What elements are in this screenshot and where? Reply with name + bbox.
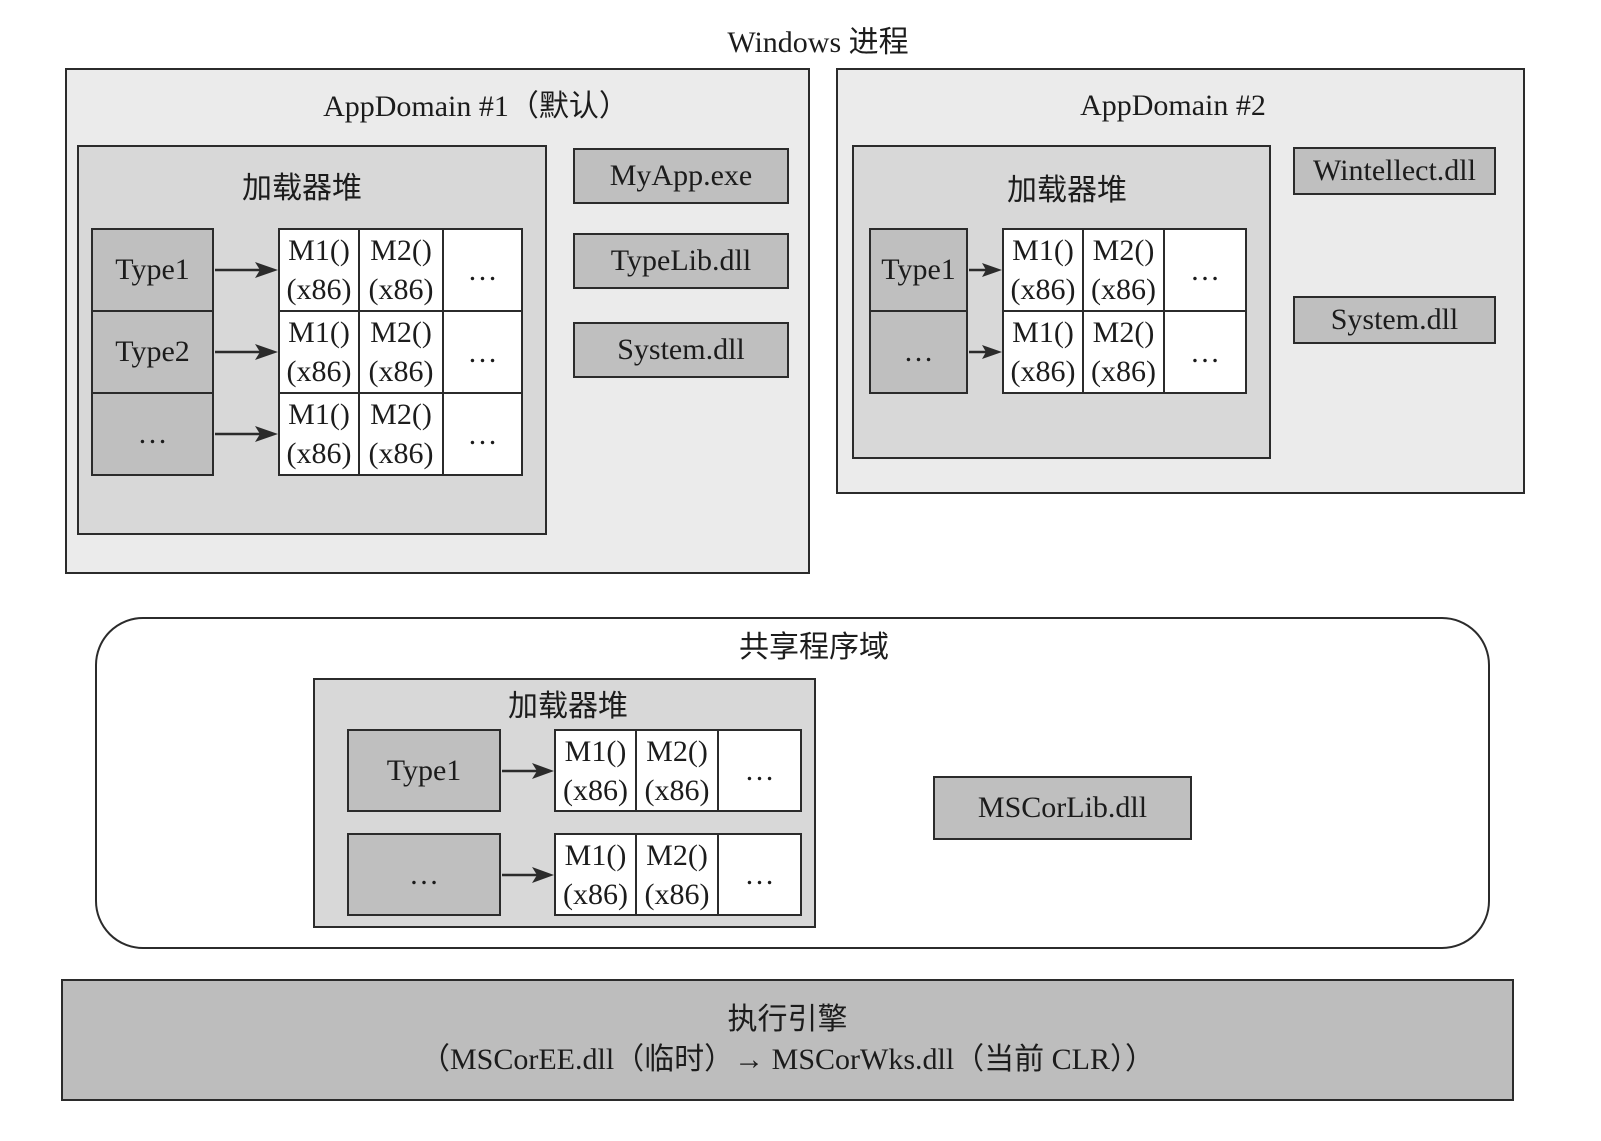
ellipsis: …: [744, 858, 775, 891]
process-title: Windows 进程: [727, 26, 909, 59]
appdomain-1-title: AppDomain #1（默认）: [323, 90, 629, 123]
method-arch: (x86): [286, 437, 352, 470]
more-methods-cell: …: [719, 731, 800, 810]
method-arch: (x86): [1091, 355, 1156, 388]
method-name: M2(): [370, 316, 432, 349]
method-table-row: M1() (x86) M2() (x86) …: [1002, 310, 1247, 394]
method-arch: (x86): [1091, 273, 1156, 306]
method-cell-m1: M1() (x86): [280, 394, 360, 474]
ellipsis: …: [467, 253, 498, 287]
method-arch: (x86): [1010, 273, 1076, 306]
method-arch: (x86): [286, 273, 352, 306]
shared-domain-title: 共享程序域: [739, 631, 889, 664]
method-table-row: M1() (x86) M2() (x86) …: [278, 228, 523, 312]
type-box: …: [347, 833, 501, 916]
method-name: M2(): [370, 398, 432, 431]
appdomain-1: AppDomain #1（默认） 加载器堆 Type1 M1() (x86) M…: [65, 68, 810, 574]
method-name: M1(): [564, 838, 627, 872]
method-name: M1(): [564, 734, 627, 768]
method-cell-m1: M1() (x86): [280, 230, 360, 310]
execution-engine: 执行引擎 （MSCorEE.dll（临时）→ MSCorWks.dll（当前 C…: [61, 979, 1514, 1101]
loader-heap-title: 加载器堆: [242, 172, 362, 205]
method-cell-m1: M1() (x86): [556, 835, 637, 914]
assembly-system-dll: System.dll: [573, 322, 789, 378]
loader-heap-title: 加载器堆: [1007, 174, 1127, 207]
type-box: …: [869, 310, 968, 394]
loader-heap-title: 加载器堆: [508, 690, 628, 723]
method-arch: (x86): [368, 273, 434, 306]
loader-heap: 加载器堆 Type1 M1() (x86) M2() (x86) … …: [852, 145, 1271, 459]
method-table-row: M1() (x86) M2() (x86) …: [278, 310, 523, 394]
assembly-mscorlib-dll: MSCorLib.dll: [933, 776, 1192, 840]
assembly-myapp-exe: MyApp.exe: [573, 148, 789, 204]
method-arch: (x86): [563, 877, 628, 911]
method-cell-m1: M1() (x86): [556, 731, 637, 810]
appdomain-2-title: AppDomain #2: [1080, 89, 1266, 122]
method-cell-m2: M2() (x86): [1084, 230, 1165, 310]
type-box: Type2: [91, 310, 214, 394]
method-name: M2(): [370, 234, 432, 267]
ellipsis: …: [467, 335, 498, 369]
method-table-row: M1() (x86) M2() (x86) …: [554, 729, 802, 812]
method-name: M2(): [646, 734, 708, 768]
loader-heap: 加载器堆 Type1 M1() (x86) M2() (x86) … Type2: [77, 145, 547, 535]
method-cell-m2: M2() (x86): [637, 731, 719, 810]
method-cell-m1: M1() (x86): [280, 312, 360, 392]
ellipsis: …: [1190, 253, 1220, 287]
method-cell-m2: M2() (x86): [360, 230, 444, 310]
ellipsis: …: [1190, 335, 1220, 369]
execution-engine-title: 执行引擎: [727, 1003, 848, 1036]
method-name: M1(): [288, 234, 350, 267]
type-box: Type1: [869, 228, 968, 312]
method-table-row: M1() (x86) M2() (x86) …: [554, 833, 802, 916]
method-name: M2(): [1092, 234, 1155, 267]
assembly-wintellect-dll: Wintellect.dll: [1293, 147, 1496, 195]
more-methods-cell: …: [444, 312, 521, 392]
more-methods-cell: …: [1165, 230, 1245, 310]
method-table-row: M1() (x86) M2() (x86) …: [278, 392, 523, 476]
method-arch: (x86): [368, 355, 434, 388]
method-arch: (x86): [368, 437, 434, 470]
loader-heap: 加载器堆 Type1 M1() (x86) M2() (x86) … …: [313, 678, 816, 928]
appdomain-2: AppDomain #2 加载器堆 Type1 M1() (x86) M2() …: [836, 68, 1525, 494]
method-cell-m1: M1() (x86): [1004, 312, 1084, 392]
ellipsis: …: [744, 754, 775, 787]
method-cell-m2: M2() (x86): [360, 394, 444, 474]
method-name: M2(): [646, 838, 708, 872]
more-methods-cell: …: [719, 835, 800, 914]
more-methods-cell: …: [444, 394, 521, 474]
method-cell-m2: M2() (x86): [1084, 312, 1165, 392]
method-cell-m1: M1() (x86): [1004, 230, 1084, 310]
method-table-row: M1() (x86) M2() (x86) …: [1002, 228, 1247, 312]
method-name: M1(): [1012, 234, 1074, 267]
method-name: M2(): [1092, 316, 1155, 349]
execution-engine-detail: （MSCorEE.dll（临时）→ MSCorWks.dll（当前 CLR））: [419, 1043, 1156, 1076]
method-arch: (x86): [286, 355, 352, 388]
type-box: Type1: [347, 729, 501, 812]
method-name: M1(): [288, 316, 350, 349]
more-methods-cell: …: [444, 230, 521, 310]
method-arch: (x86): [644, 877, 710, 911]
ellipsis: …: [467, 417, 498, 451]
assembly-system-dll: System.dll: [1293, 296, 1496, 344]
method-cell-m2: M2() (x86): [637, 835, 719, 914]
method-arch: (x86): [644, 773, 710, 807]
shared-domain: 共享程序域 加载器堆 Type1 M1() (x86) M2() (x86) ……: [95, 617, 1490, 949]
type-box: …: [91, 392, 214, 476]
method-name: M1(): [1012, 316, 1074, 349]
method-arch: (x86): [1010, 355, 1076, 388]
assembly-typelib-dll: TypeLib.dll: [573, 233, 789, 289]
method-cell-m2: M2() (x86): [360, 312, 444, 392]
type-box: Type1: [91, 228, 214, 312]
more-methods-cell: …: [1165, 312, 1245, 392]
method-arch: (x86): [563, 773, 628, 807]
method-name: M1(): [288, 398, 350, 431]
